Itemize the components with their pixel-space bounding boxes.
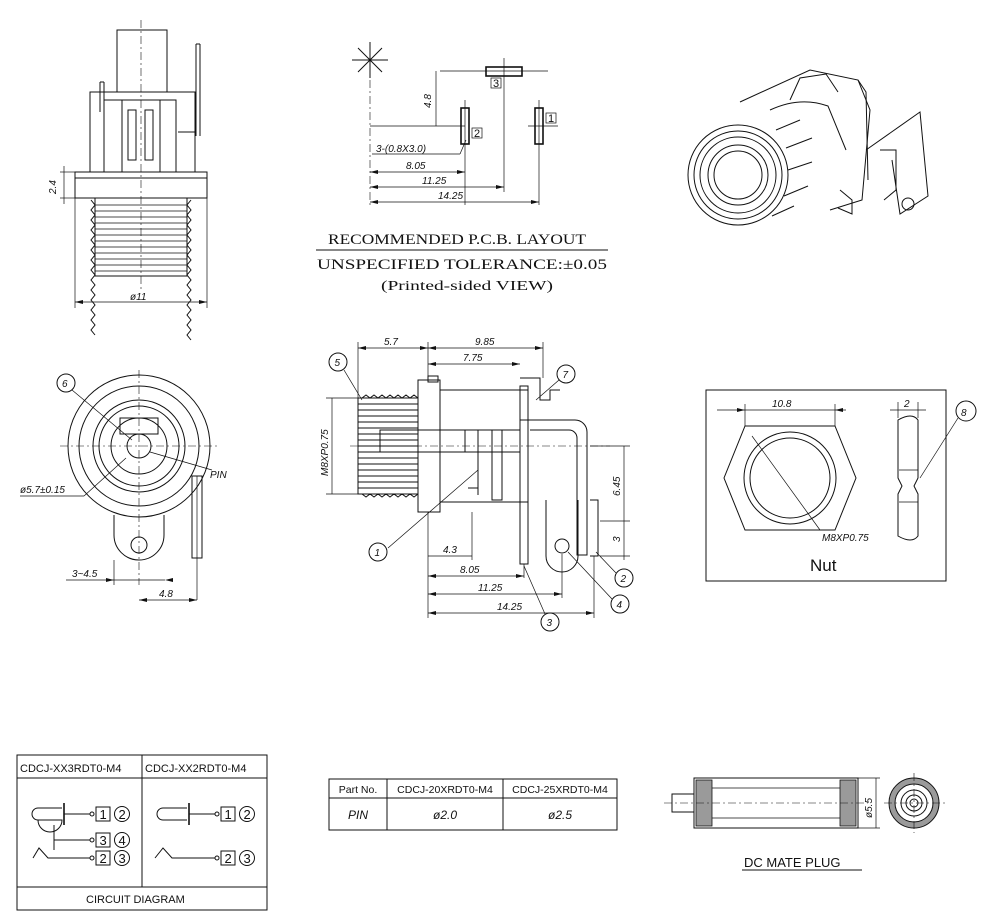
pin-box-label-a0: 1 bbox=[100, 807, 107, 822]
pin-circle-label-b1: 3 bbox=[244, 851, 251, 866]
isometric-view bbox=[687, 69, 929, 226]
dim-top-left: 5.7 bbox=[384, 337, 398, 348]
callout-circle-1 bbox=[368, 542, 388, 562]
callout-leader-7 bbox=[535, 379, 560, 401]
pcb-title-line3: (Printed-sided VIEW) bbox=[381, 279, 553, 294]
pin-box-b0 bbox=[220, 806, 236, 822]
dim-height-b: 3 bbox=[612, 536, 623, 542]
nut-dim-across: 10.8 bbox=[772, 399, 792, 410]
callout-1: 1 bbox=[375, 548, 381, 559]
circuit-diagram: CDCJ-XX3RDT0-M4 CDCJ-XX2RDT0-M4 CIRCUIT … bbox=[16, 754, 268, 911]
pin-tag-2: 2 bbox=[474, 128, 480, 140]
dim-flange-height: 2.4 bbox=[48, 180, 59, 195]
callout-leader-5 bbox=[343, 369, 363, 401]
dim-c: 14.25 bbox=[438, 191, 463, 202]
callout-5: 5 bbox=[335, 358, 341, 369]
dim-c: 11.25 bbox=[478, 583, 503, 594]
pin-circle-label-a0: 2 bbox=[119, 807, 126, 822]
dim-b: 11.25 bbox=[422, 176, 447, 187]
part-table-cells: Part No. CDCJ-20XRDT0-M4 CDCJ-25XRDT0-M4PI… bbox=[339, 784, 608, 822]
pin-box-label-b0: 1 bbox=[225, 807, 232, 822]
circuit-col-b-title: CDCJ-XX2RDT0-M4 bbox=[145, 763, 246, 775]
dim-pin-diameter: ø5.7±0.15 bbox=[20, 485, 65, 496]
section-callouts: 1 2 3 4 5 7 bbox=[328, 352, 634, 632]
side-view: 2.4 ø11 bbox=[48, 20, 208, 341]
callout-leader-3 bbox=[523, 565, 546, 615]
callout-circle-2 bbox=[614, 568, 634, 588]
part-header-0: Part No. bbox=[339, 784, 378, 796]
pin-tag-3: 3 bbox=[493, 78, 499, 90]
dc-mate-plug: ø5.5 DC MATE PLUG bbox=[664, 773, 946, 871]
dim-offset: 3~4.5 bbox=[72, 569, 98, 580]
part-cell-1: ø2.0 bbox=[433, 808, 457, 822]
circuit-caption: CIRCUIT DIAGRAM bbox=[86, 894, 185, 906]
callout-circle-7 bbox=[556, 364, 576, 384]
callout-6: 6 bbox=[62, 379, 68, 390]
pin-circle-b1 bbox=[239, 850, 255, 866]
callout-circle-3 bbox=[540, 612, 560, 632]
dim-height-a: 6.45 bbox=[612, 476, 623, 496]
callout-7: 7 bbox=[563, 370, 569, 381]
callout-4: 4 bbox=[617, 600, 623, 611]
callout-2: 2 bbox=[620, 574, 627, 585]
dim-height: 4.8 bbox=[423, 94, 434, 108]
part-cell-2: ø2.5 bbox=[548, 808, 572, 822]
pin-box-label-a2: 2 bbox=[100, 851, 107, 866]
part-header-1: CDCJ-20XRDT0-M4 bbox=[397, 784, 493, 796]
plug-caption: DC MATE PLUG bbox=[744, 855, 841, 870]
pin-circle-a2 bbox=[114, 850, 130, 866]
callout-leader-4 bbox=[567, 551, 613, 600]
dim-width: 4.8 bbox=[159, 589, 173, 600]
nut-dim-thread: M8XP0.75 bbox=[822, 533, 869, 544]
pin-circle-label-a2: 3 bbox=[119, 851, 126, 866]
dim-d: 14.25 bbox=[497, 602, 522, 613]
front-view: 6 PIN ø5.7±0.15 3~4.5 4.8 bbox=[20, 370, 227, 602]
pin-box-a1 bbox=[95, 832, 111, 848]
dim-inner: 7.75 bbox=[463, 353, 483, 364]
pin-circle-label-a1: 4 bbox=[119, 833, 126, 848]
pin-label: PIN bbox=[210, 470, 227, 481]
dim-b: 8.05 bbox=[460, 565, 480, 576]
section-view: 5.7 9.85 7.75 M8XP0.75 6.45 3 4.3 8.05 1… bbox=[320, 337, 634, 632]
circuit-col-a-title: CDCJ-XX3RDT0-M4 bbox=[20, 763, 121, 775]
nut-view: 10.8 M8XP0.75 2 8 Nut bbox=[705, 389, 977, 582]
plug-dim-diameter: ø5.5 bbox=[864, 798, 875, 818]
pin-box-b1 bbox=[220, 850, 236, 866]
pin-circle-label-b0: 2 bbox=[244, 807, 251, 822]
pcb-title-line1: RECOMMENDED P.C.B. LAYOUT bbox=[328, 232, 586, 248]
dim-a: 8.05 bbox=[406, 161, 426, 172]
pin-box-label-a1: 3 bbox=[100, 833, 107, 848]
pin-box-a0 bbox=[95, 806, 111, 822]
pcb-layout: 3 2 1 4.8 3-(0.8X3.0) 8.05 11.25 14.25 R… bbox=[316, 42, 608, 294]
dim-a: 4.3 bbox=[443, 545, 457, 556]
pcb-title-line2: UNSPECIFIED TOLERANCE:±0.05 bbox=[317, 257, 607, 273]
part-header-2: CDCJ-25XRDT0-M4 bbox=[512, 784, 608, 796]
pin-circle-a0 bbox=[114, 806, 130, 822]
dim-holes: 3-(0.8X3.0) bbox=[376, 144, 426, 155]
part-cell-0: PIN bbox=[348, 808, 368, 822]
asterisk-icon bbox=[352, 42, 388, 78]
callout-leader-2 bbox=[595, 551, 617, 574]
part-table: Part No. CDCJ-20XRDT0-M4 CDCJ-25XRDT0-M4PI… bbox=[328, 778, 618, 831]
callout-leader-1 bbox=[387, 469, 479, 549]
dim-top-right: 9.85 bbox=[475, 337, 495, 348]
callout-8: 8 bbox=[961, 408, 967, 419]
pin-box-label-b1: 2 bbox=[225, 851, 232, 866]
nut-label: Nut bbox=[810, 556, 837, 575]
callout-circle-5 bbox=[328, 352, 348, 372]
callout-3: 3 bbox=[547, 618, 553, 629]
pin-box-a2 bbox=[95, 850, 111, 866]
dim-thread: M8XP0.75 bbox=[320, 429, 331, 476]
pin-circle-b0 bbox=[239, 806, 255, 822]
dim-outer-diameter: ø11 bbox=[130, 292, 147, 303]
nut-dim-thick: 2 bbox=[903, 399, 910, 410]
pin-circle-a1 bbox=[114, 832, 130, 848]
thread-lines bbox=[90, 199, 192, 341]
pin-tag-1: 1 bbox=[548, 113, 554, 125]
callout-circle-4 bbox=[610, 594, 630, 614]
